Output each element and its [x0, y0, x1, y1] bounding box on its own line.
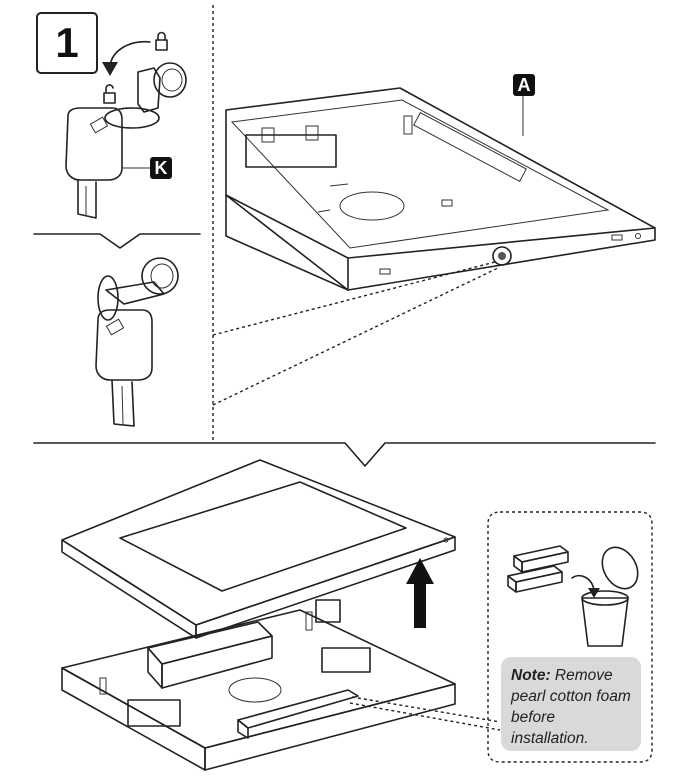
note-text: Remove pearl cotton foam before installa…: [511, 667, 631, 747]
step-number: 1: [36, 12, 98, 74]
note-leader-upper: [351, 696, 501, 723]
note-dashed-frame: [487, 511, 653, 763]
callout-line-lower: [212, 267, 499, 406]
label-k: K: [150, 157, 172, 179]
key-inserted-illustration: [95, 257, 179, 427]
note-callout: Note: Remove pearl cotton foam before in…: [501, 657, 641, 751]
label-a: A: [513, 74, 535, 96]
curved-arrow-head: [102, 62, 118, 76]
cover-frame-illustration: [61, 459, 456, 639]
note-leader-lower: [349, 702, 501, 731]
callout-line-upper: [212, 261, 496, 336]
lock-closed-icon: [155, 31, 168, 51]
enclosure-a-illustration: [225, 87, 656, 291]
lock-open-icon: [103, 84, 116, 104]
main-divider-notch: [33, 442, 656, 467]
key-turning-illustration: [65, 31, 187, 219]
left-divider-notch: [33, 233, 201, 249]
up-arrow-icon: [406, 558, 434, 628]
trash-bin-icon: [571, 546, 639, 647]
base-tray-illustration: [61, 599, 456, 771]
foam-pieces-illustration: [507, 545, 569, 593]
note-prefix: Note:: [511, 667, 551, 684]
